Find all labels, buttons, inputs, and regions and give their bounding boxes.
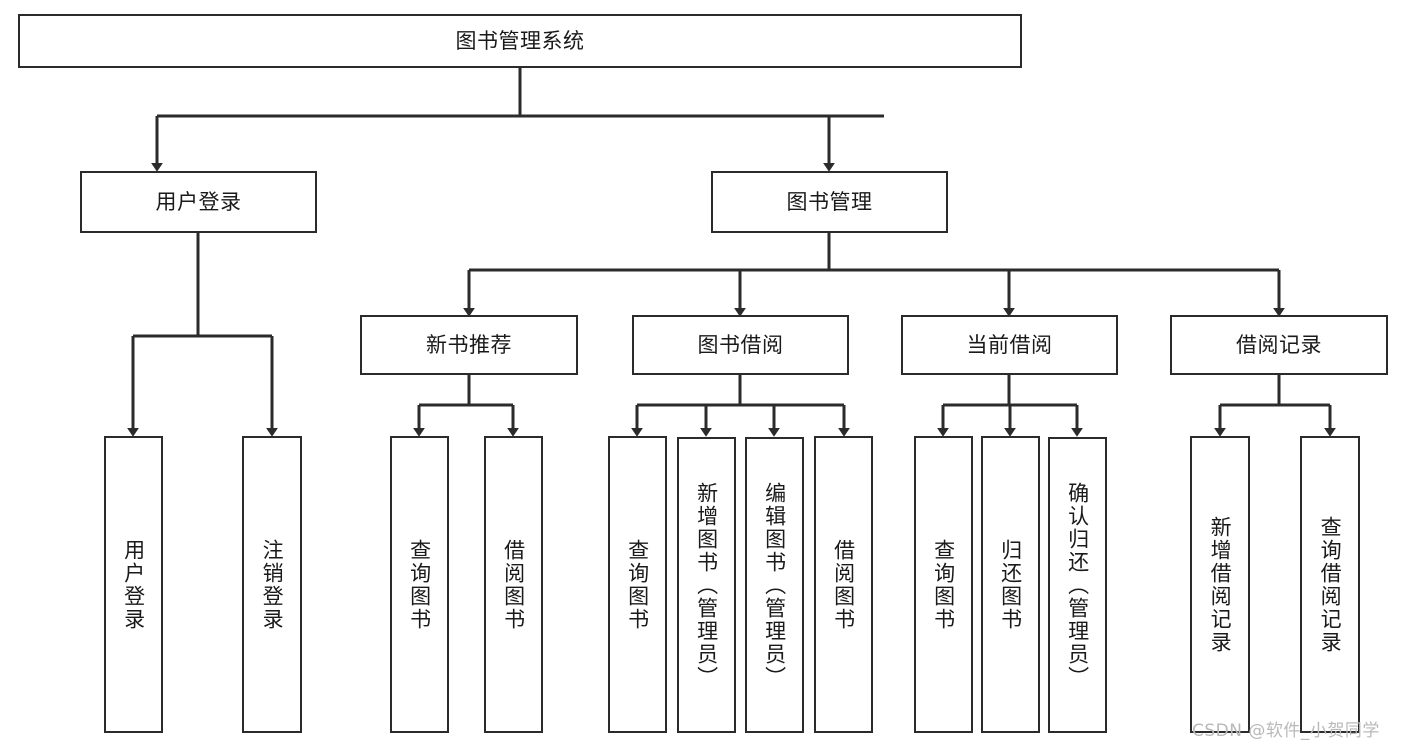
leaf-book-borrow-4[interactable]: 借阅图书 (814, 436, 873, 733)
leaf-new-book-recommend-1-label: 查询图书 (407, 538, 432, 631)
leaf-current-borrow-2-label: 归还图书 (998, 538, 1023, 631)
node-book-borrow[interactable]: 图书借阅 (632, 315, 849, 375)
leaf-borrow-record-1[interactable]: 新增借阅记录 (1190, 436, 1250, 733)
leaf-borrow-record-2-label: 查询借阅记录 (1318, 515, 1343, 654)
leaf-new-book-recommend-2-label: 借阅图书 (501, 538, 526, 631)
leaf-borrow-record-1-label: 新增借阅记录 (1208, 515, 1233, 654)
leaf-current-borrow-1-label: 查询图书 (931, 538, 956, 631)
node-new-book-recommend[interactable]: 新书推荐 (360, 315, 578, 375)
leaf-book-borrow-4-label: 借阅图书 (831, 538, 856, 631)
leaf-new-book-recommend-1[interactable]: 查询图书 (390, 436, 449, 733)
node-book-manage-label: 图书管理 (786, 189, 873, 214)
leaf-book-borrow-2-label: 新增图书（管理员） (694, 481, 719, 689)
leaf-current-borrow-3-label: 确认归还（管理员） (1065, 481, 1090, 689)
leaf-book-borrow-3[interactable]: 编辑图书（管理员） (745, 437, 804, 733)
csdn-watermark: CSDN @软件_小贺同学 (1192, 716, 1380, 741)
node-borrow-record-label: 借阅记录 (1236, 332, 1322, 357)
node-book-borrow-label: 图书借阅 (697, 332, 784, 357)
csdn-watermark-text: CSDN @软件_小贺同学 (1192, 721, 1380, 741)
node-book-manage[interactable]: 图书管理 (711, 171, 948, 233)
node-user-login[interactable]: 用户登录 (80, 171, 317, 233)
leaf-user-login-1[interactable]: 用户登录 (104, 436, 163, 733)
leaf-book-borrow-1[interactable]: 查询图书 (608, 436, 667, 733)
leaf-user-login-2-label: 注销登录 (260, 538, 285, 631)
leaf-borrow-record-2[interactable]: 查询借阅记录 (1300, 436, 1360, 733)
leaf-current-borrow-2[interactable]: 归还图书 (981, 436, 1040, 733)
node-root-label: 图书管理系统 (455, 28, 585, 53)
node-new-book-recommend-label: 新书推荐 (426, 332, 512, 357)
node-current-borrow[interactable]: 当前借阅 (901, 315, 1118, 375)
node-current-borrow-label: 当前借阅 (966, 332, 1053, 357)
leaf-current-borrow-1[interactable]: 查询图书 (914, 436, 973, 733)
leaf-user-login-1-label: 用户登录 (121, 538, 146, 631)
leaf-book-borrow-1-label: 查询图书 (625, 538, 650, 631)
node-root[interactable]: 图书管理系统 (18, 14, 1022, 68)
node-user-login-label: 用户登录 (155, 189, 242, 214)
leaf-book-borrow-3-label: 编辑图书（管理员） (762, 481, 787, 689)
leaf-new-book-recommend-2[interactable]: 借阅图书 (484, 436, 543, 733)
node-borrow-record[interactable]: 借阅记录 (1170, 315, 1388, 375)
leaf-user-login-2[interactable]: 注销登录 (242, 436, 302, 733)
leaf-book-borrow-2[interactable]: 新增图书（管理员） (677, 437, 736, 733)
leaf-current-borrow-3[interactable]: 确认归还（管理员） (1048, 437, 1107, 733)
